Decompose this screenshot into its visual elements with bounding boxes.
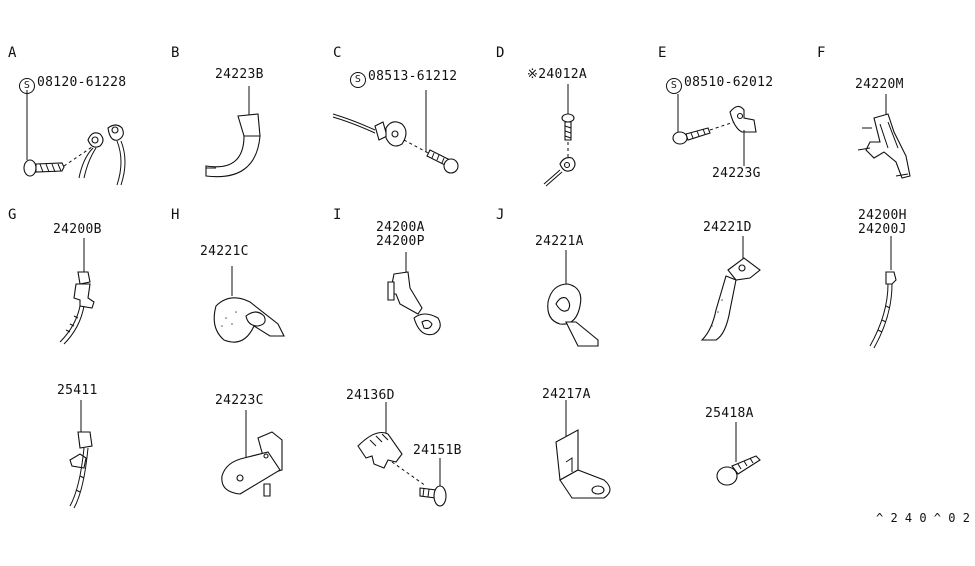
screw-bracket-icon-e xyxy=(672,94,757,166)
clip-icon-f xyxy=(857,94,911,179)
bolt-terminal-icon-d xyxy=(543,84,576,187)
standard-part-icon: S xyxy=(666,78,682,94)
standard-part-icon: S xyxy=(350,72,366,88)
clip-icon-g xyxy=(59,238,95,345)
part-label-h-clip: 24221C xyxy=(200,244,249,259)
terminal-icon-a xyxy=(78,124,126,186)
section-label-h: H xyxy=(171,207,180,223)
section-label-c: C xyxy=(333,45,342,61)
bracket-icon-24217a xyxy=(555,400,611,499)
section-label-g: G xyxy=(8,207,17,223)
clip-icon-j xyxy=(547,250,599,347)
clip-icon-h xyxy=(213,266,285,343)
part-label-i-clip-1: 24200A xyxy=(376,220,425,235)
part-label-24136d: 24136D xyxy=(346,388,395,403)
part-label-b-clip: 24223B xyxy=(215,67,264,82)
section-label-i: I xyxy=(333,207,342,223)
part-label-24221d: 24221D xyxy=(703,220,752,235)
screw-icon-24151b xyxy=(391,458,447,507)
clip-icon-24221d xyxy=(700,236,761,341)
part-label-25411: 25411 xyxy=(57,383,98,398)
screw-icon-25418a xyxy=(716,422,761,486)
cable-screw-icon-c xyxy=(332,90,459,174)
part-label-e-bracket: 24223G xyxy=(712,166,761,181)
section-label-e: E xyxy=(658,45,667,61)
section-label-j: J xyxy=(496,207,505,223)
part-label-24200j: 24200J xyxy=(858,222,907,237)
part-label-g-clip: 24200B xyxy=(53,222,102,237)
section-label-a: A xyxy=(8,45,17,61)
part-label-f-clip: 24220M xyxy=(855,77,904,92)
clip-icon-24200h xyxy=(869,236,897,349)
band-clip-icon-b xyxy=(205,86,261,178)
section-label-f: F xyxy=(817,45,826,61)
part-label-j-clip: 24221A xyxy=(535,234,584,249)
part-label-24223c: 24223C xyxy=(215,393,264,408)
part-label-24200h: 24200H xyxy=(858,208,907,223)
section-label-b: B xyxy=(171,45,180,61)
section-label-d: D xyxy=(496,45,505,61)
clip-icon-24136d xyxy=(357,402,403,469)
screw-icon-a xyxy=(23,90,93,177)
clip-icon-25411 xyxy=(69,400,93,509)
clip-icon-i xyxy=(387,252,441,336)
part-label-24151b: 24151B xyxy=(413,443,462,458)
part-label-i-clip-2: 24200P xyxy=(376,234,425,249)
standard-part-icon: S xyxy=(19,78,35,94)
part-label-25418a: 25418A xyxy=(705,406,754,421)
diagram-code: ^ 2 4 0 ^ 0 2 : - xyxy=(876,511,975,525)
part-label-24217a: 24217A xyxy=(542,387,591,402)
bracket-icon-24223c xyxy=(221,410,283,497)
part-label-d-bolt: ※24012A xyxy=(527,67,587,82)
